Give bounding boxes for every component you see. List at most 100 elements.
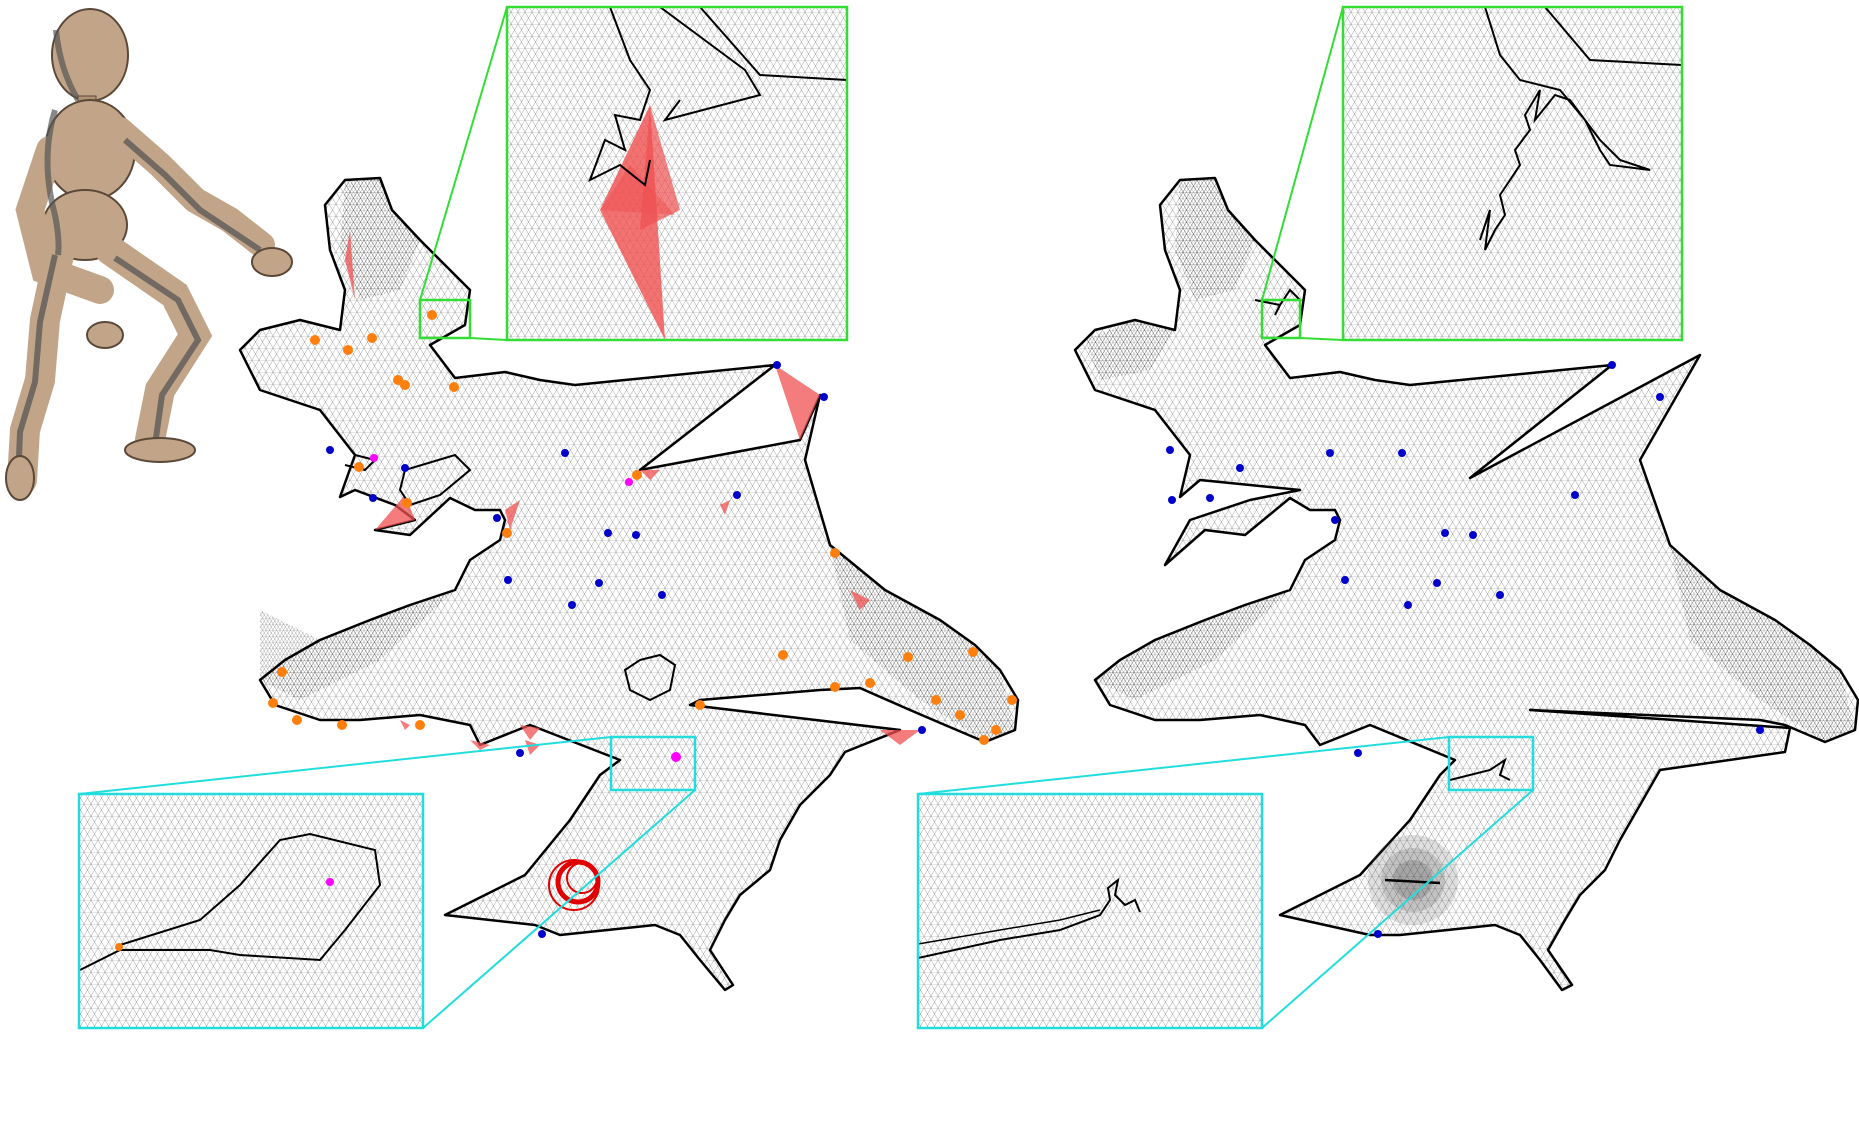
- mannequin-right-leg-seam: [113, 255, 202, 446]
- right-mesh-dense-overlay: [1085, 178, 1855, 742]
- mannequin-right-leg: [95, 235, 213, 455]
- flipped-triangle: [525, 740, 540, 755]
- mannequin-left-foot: [5, 455, 35, 501]
- left-cut-slit-lower: [623, 653, 677, 702]
- mannequin-right-arm: [107, 117, 275, 258]
- cut-vertex-marker: [903, 652, 913, 662]
- left-vertex-markers: [268, 310, 1017, 938]
- cone-vertex-marker: [1433, 579, 1441, 587]
- inset-bottom-left-singular-dot: [326, 878, 334, 886]
- singular-ring-outer: [548, 859, 600, 911]
- flipped-triangle: [775, 365, 820, 440]
- cone-vertex-marker: [561, 449, 569, 457]
- cone-vertex-marker: [1166, 446, 1174, 454]
- inset-bottom-right-cut-2: [918, 909, 1101, 945]
- mannequin-head: [51, 8, 129, 102]
- cone-vertex-marker: [733, 491, 741, 499]
- cone-vertex-marker: [369, 494, 377, 502]
- cut-vertex-marker: [502, 528, 512, 538]
- cone-vertex-marker: [1374, 930, 1382, 938]
- flipped-triangle: [850, 590, 870, 610]
- inset-bottom-right-cut: [918, 877, 1141, 959]
- mannequin-left-hand: [86, 321, 124, 349]
- cone-vertex-marker: [1469, 531, 1477, 539]
- cut-vertex-marker: [427, 310, 437, 320]
- cut-vertex-marker: [695, 700, 705, 710]
- cut-vertex-marker: [337, 720, 347, 730]
- cone-vertex-marker: [1331, 516, 1339, 524]
- singular-ring-inner: [566, 862, 598, 894]
- cut-vertex-marker: [449, 382, 459, 392]
- cone-vertex-marker: [1326, 449, 1334, 457]
- cone-vertex-marker: [595, 579, 603, 587]
- cone-vertex-marker: [516, 749, 524, 757]
- cone-vertex-marker: [1168, 496, 1176, 504]
- right-singular-radial-pattern: [1368, 835, 1458, 925]
- cut-vertex-marker: [415, 720, 425, 730]
- mannequin-left-leg-seam: [15, 254, 58, 483]
- singular-vertex-marker: [625, 478, 633, 486]
- zoom-box-top-right: [1260, 298, 1302, 340]
- cut-vertex-marker: [277, 667, 287, 677]
- cone-vertex-marker: [568, 601, 576, 609]
- cut-vertex-marker: [991, 725, 1001, 735]
- inset-bottom-left-loop: [79, 832, 382, 971]
- cone-vertex-marker: [773, 361, 781, 369]
- cone-vertex-marker: [1236, 464, 1244, 472]
- inset-top-right-cut: [1479, 7, 1651, 251]
- cut-vertex-marker: [1007, 695, 1017, 705]
- flipped-triangle: [470, 740, 490, 750]
- inset-bottom-right: [916, 792, 1264, 1030]
- mannequin-left-leg: [7, 235, 75, 495]
- cone-vertex-marker: [1441, 529, 1449, 537]
- flipped-triangle: [520, 725, 540, 740]
- cone-vertex-marker: [820, 393, 828, 401]
- cut-vertex-marker: [310, 335, 320, 345]
- cone-vertex-marker: [504, 576, 512, 584]
- right-vertex-markers: [1166, 361, 1764, 938]
- mannequin-right-foot: [124, 437, 196, 463]
- cone-vertex-marker: [401, 464, 409, 472]
- left-mesh-dense-overlay: [260, 178, 1015, 742]
- flipped-triangle: [560, 925, 580, 935]
- right-parameterization: [1073, 176, 1859, 992]
- cone-vertex-marker: [1608, 361, 1616, 369]
- singular-vertex-marker: [370, 454, 378, 462]
- cut-vertex-marker: [830, 682, 840, 692]
- cone-vertex-marker: [538, 930, 546, 938]
- cone-vertex-marker: [632, 531, 640, 539]
- cut-vertex-marker: [343, 345, 353, 355]
- flipped-triangle: [640, 470, 660, 480]
- cut-vertex-marker: [400, 380, 410, 390]
- cone-vertex-marker: [1571, 491, 1579, 499]
- flipped-triangle: [400, 720, 410, 730]
- cone-vertex-marker: [493, 514, 501, 522]
- zoom-box-top-left: [418, 298, 472, 340]
- mannequin-head-seam: [53, 29, 81, 102]
- flipped-triangle: [345, 230, 355, 300]
- inset-top-left: [505, 5, 849, 342]
- cut-vertex-marker: [931, 695, 941, 705]
- right-mesh-outline: [1073, 176, 1859, 992]
- flipped-triangle: [720, 500, 730, 515]
- cone-vertex-marker: [1656, 393, 1664, 401]
- wooden-mannequin-3d-model: [5, 8, 293, 501]
- inset-top-left-boundary: [659, 7, 762, 122]
- cut-vertex-marker: [268, 698, 278, 708]
- cut-vertex-marker: [393, 375, 403, 385]
- mannequin-right-arm-seam: [123, 137, 262, 253]
- cut-vertex-marker: [830, 548, 840, 558]
- cone-vertex-marker: [1398, 449, 1406, 457]
- left-singular-ring-marker: [548, 859, 601, 911]
- cone-vertex-marker: [1206, 494, 1214, 502]
- cone-vertex-marker: [326, 446, 334, 454]
- mannequin-left-arm: [15, 136, 114, 304]
- right-cut-slit-lower: [1449, 757, 1511, 781]
- inset-top-right: [1341, 5, 1684, 342]
- inset-callout-lines: [78, 6, 1534, 1029]
- cut-vertex-marker: [979, 735, 989, 745]
- cut-vertex-marker: [968, 647, 978, 657]
- zoom-box-bottom-right: [1447, 735, 1535, 792]
